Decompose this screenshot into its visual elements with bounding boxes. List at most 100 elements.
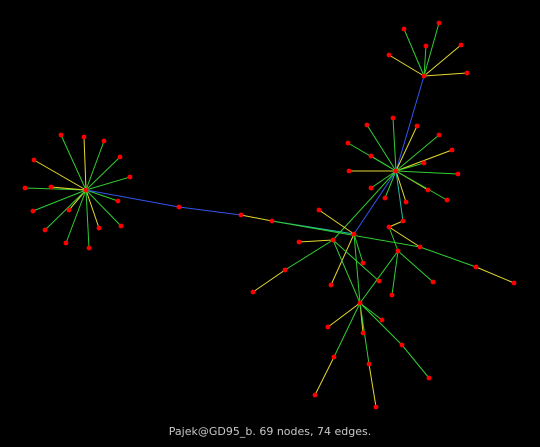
graph-edge xyxy=(65,189,87,244)
graph-edge xyxy=(395,170,459,175)
graph-node xyxy=(426,375,432,381)
graph-edge xyxy=(388,220,404,228)
graph-node xyxy=(366,361,372,367)
graph-node xyxy=(269,218,275,224)
graph-node xyxy=(400,218,406,224)
graph-node xyxy=(364,122,370,128)
graph-node xyxy=(421,73,427,79)
graph-edge xyxy=(395,170,448,201)
graph-edge xyxy=(85,189,122,227)
graph-edge xyxy=(395,75,425,172)
graph-node xyxy=(312,392,318,398)
graph-node xyxy=(115,198,121,204)
graph-edge xyxy=(85,189,119,202)
graph-edge xyxy=(366,124,397,172)
graph-node xyxy=(417,244,423,250)
graph-node xyxy=(376,278,382,284)
graph-node xyxy=(31,157,37,163)
graph-edge xyxy=(353,233,364,264)
graph-edge xyxy=(83,136,87,191)
graph-edge xyxy=(85,156,121,191)
graph-node xyxy=(86,245,92,251)
graph-node xyxy=(330,237,336,243)
graph-node xyxy=(390,115,396,121)
graph-node xyxy=(414,123,420,129)
graph-node xyxy=(421,160,427,166)
graph-node xyxy=(30,208,36,214)
graph-node xyxy=(351,231,357,237)
graph-edge xyxy=(44,189,87,231)
graph-edge xyxy=(419,246,477,268)
graph-node xyxy=(316,207,322,213)
graph-edge xyxy=(423,44,462,77)
graph-edge xyxy=(24,187,87,191)
graph-node xyxy=(368,185,374,191)
graph-edge xyxy=(330,233,355,286)
graph-edge xyxy=(298,239,334,243)
graph-edge xyxy=(33,159,87,191)
graph-node xyxy=(401,26,407,32)
graph-edge xyxy=(395,125,418,172)
graph-node xyxy=(83,187,89,193)
graph-node xyxy=(399,342,405,348)
graph-edge xyxy=(85,189,100,229)
graph-node xyxy=(449,147,455,153)
graph-node xyxy=(325,324,331,330)
graph-node xyxy=(395,248,401,254)
graph-caption: Pajek@GD95_b. 69 nodes, 74 edges. xyxy=(168,425,372,438)
graph-node xyxy=(58,132,64,138)
graph-edge xyxy=(395,162,425,172)
graph-edge xyxy=(353,170,397,235)
graph-edge xyxy=(388,54,425,77)
graph-edge xyxy=(85,189,90,249)
graph-edge xyxy=(388,226,399,252)
graph-edge xyxy=(397,250,434,283)
graph-node xyxy=(250,289,256,295)
graph-edge xyxy=(85,189,180,208)
graph-edge xyxy=(314,356,335,396)
graph-node xyxy=(436,20,442,26)
graph-edge xyxy=(318,209,355,235)
graph-node xyxy=(360,260,366,266)
graph-edge xyxy=(353,233,361,304)
graph-node xyxy=(444,197,450,203)
graph-node xyxy=(360,330,366,336)
graph-edge xyxy=(391,250,399,296)
graph-edge xyxy=(423,22,440,77)
graph-node xyxy=(386,52,392,58)
graph-node xyxy=(296,239,302,245)
graph-node xyxy=(96,225,102,231)
graph-node xyxy=(368,153,374,159)
graph-edge xyxy=(85,176,131,191)
graph-edge xyxy=(475,266,515,284)
graph-edge xyxy=(370,170,397,189)
graph-edge xyxy=(240,214,273,222)
graph-edge xyxy=(388,226,421,248)
graph-node xyxy=(389,292,395,298)
graph-node xyxy=(455,171,461,177)
graph-edge xyxy=(368,363,377,408)
graph-nodes xyxy=(22,20,517,410)
graph-edge xyxy=(85,140,105,191)
graph-node xyxy=(464,70,470,76)
graph-edge xyxy=(370,155,397,172)
graph-node xyxy=(346,168,352,174)
graph-node xyxy=(42,227,48,233)
graph-edge xyxy=(327,302,361,328)
graph-edge xyxy=(384,170,397,199)
graph-edge xyxy=(32,189,87,212)
graph-node xyxy=(63,240,69,246)
graph-edge xyxy=(284,239,334,271)
graph-node xyxy=(379,317,385,323)
graph-edge xyxy=(60,134,87,191)
graph-node xyxy=(81,134,87,140)
graph-node xyxy=(345,140,351,146)
graph-edge xyxy=(50,186,87,191)
graph-node xyxy=(118,223,124,229)
graph-node xyxy=(430,279,436,285)
graph-edge xyxy=(359,302,383,321)
graph-node xyxy=(386,224,392,230)
graph-node xyxy=(425,187,431,193)
graph-node xyxy=(393,168,399,174)
graph-node xyxy=(357,300,363,306)
